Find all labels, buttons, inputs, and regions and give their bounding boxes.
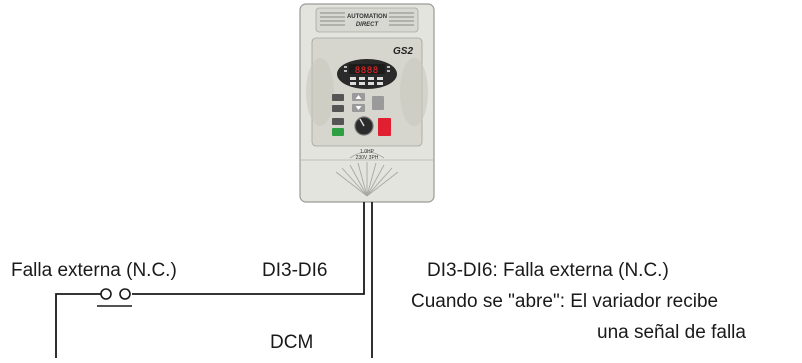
prog-button[interactable]: [332, 118, 344, 125]
description-line3: una señal de falla: [597, 322, 746, 343]
fwd-rev-button[interactable]: [332, 105, 344, 112]
external-fault-label: Falla externa (N.C.): [11, 260, 177, 281]
dcm-label: DCM: [270, 332, 314, 353]
mode-button[interactable]: [332, 94, 344, 101]
brand-line1: AUTOMATION: [347, 14, 387, 20]
enter-button[interactable]: [372, 96, 384, 110]
stop-button[interactable]: [378, 118, 391, 136]
wiring: [55, 202, 373, 358]
contact-terminal-right: [119, 288, 131, 300]
model-logo: GS2: [393, 46, 413, 57]
vfd-drive: AUTOMATION DIRECT GS2 8888: [299, 3, 435, 203]
brand-plate: [315, 7, 419, 33]
return-wire: [55, 293, 106, 358]
description-line1: DI3-DI6: Falla externa (N.C.): [427, 260, 669, 281]
vent-rays: [335, 162, 399, 197]
description-line2: Cuando se "abre": El variador recibe: [411, 291, 719, 312]
di-wire: [132, 202, 365, 295]
display-value: 8888: [355, 65, 379, 75]
run-button[interactable]: [332, 128, 344, 136]
rating-line2: 230V 3PH: [356, 155, 379, 161]
led-display: [349, 64, 385, 74]
rating-line1: 1.0HP: [360, 149, 375, 155]
brand-line2: DIRECT: [356, 22, 380, 28]
di3-di6-label: DI3-DI6: [262, 260, 328, 281]
contact-terminal-left: [100, 288, 112, 300]
